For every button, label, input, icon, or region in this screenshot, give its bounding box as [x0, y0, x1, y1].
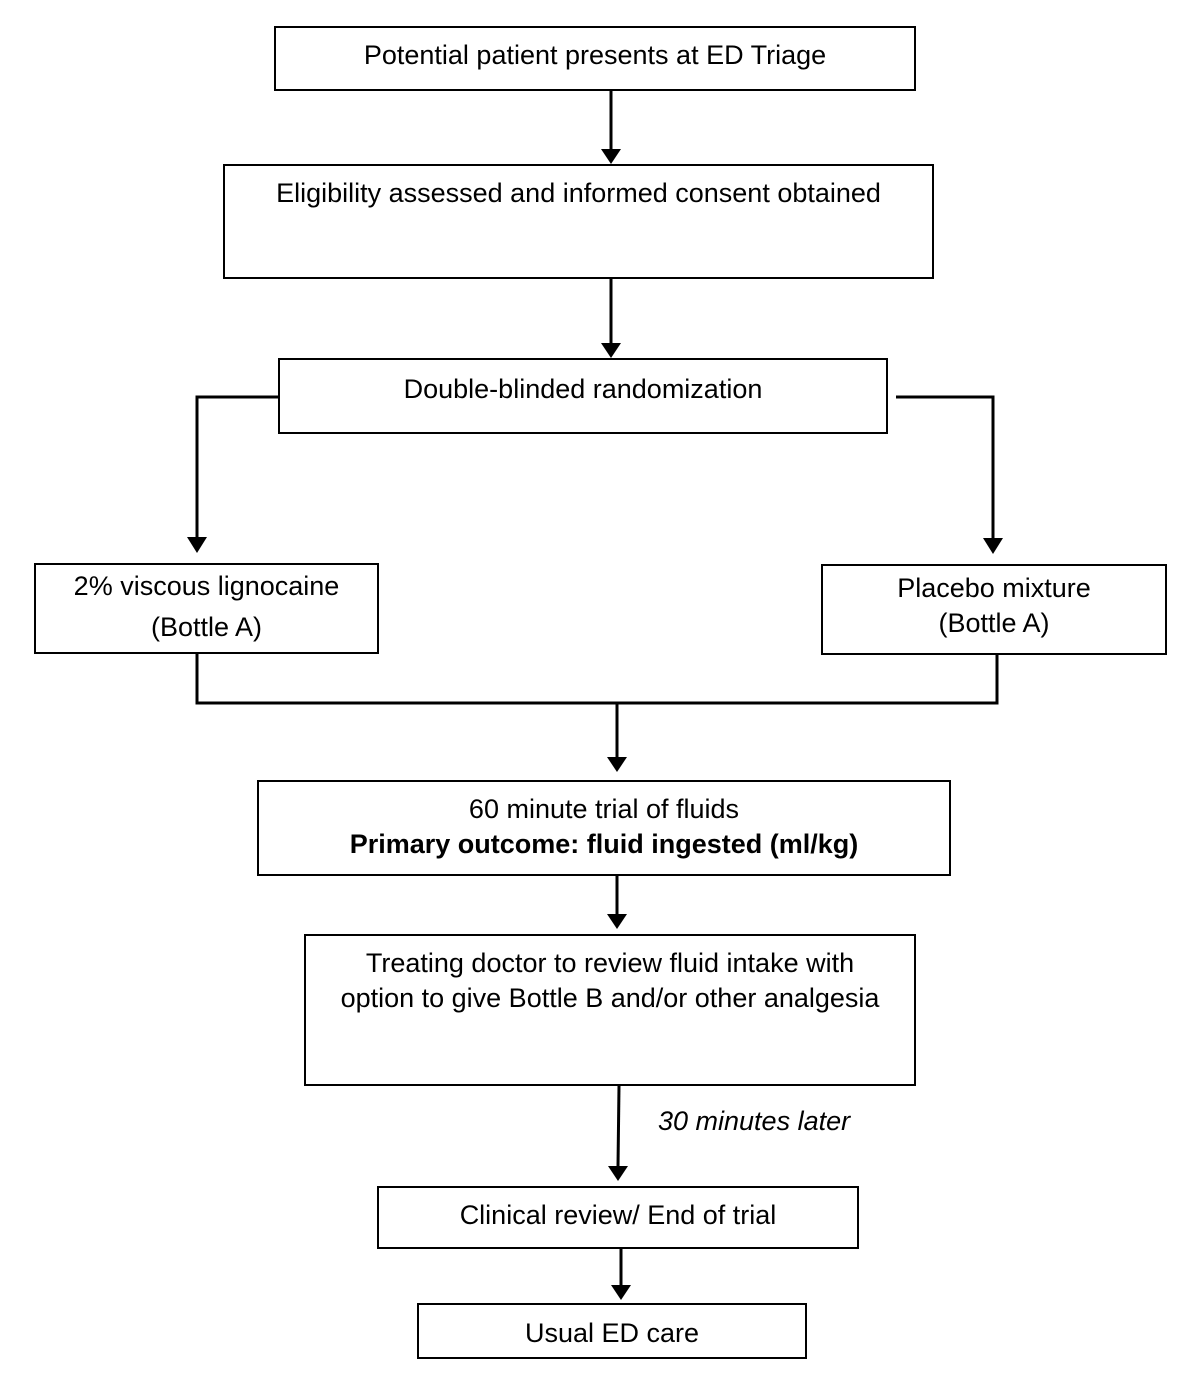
consent-text: Eligibility assessed and informed consen… [276, 178, 881, 208]
clinical-review-box: Clinical review/ End of trial [377, 1186, 859, 1249]
placebo-label: Placebo mixture [897, 573, 1091, 603]
lignocaine-bottle: (Bottle A) [150, 612, 263, 642]
arrowhead-lignocaine [187, 537, 207, 553]
merge-line [195, 652, 999, 705]
randomization-text: Double-blinded randomization [403, 374, 763, 404]
doctor-review-box: Treating doctor to review fluid intake w… [304, 934, 916, 1086]
arrowhead-consent [601, 149, 621, 164]
primary-outcome-text: Primary outcome: fluid ingested (ml/kg) [349, 829, 859, 859]
lignocaine-box: 2% viscous lignocaine (Bottle A) [34, 563, 379, 654]
usual-care-box: Usual ED care [417, 1303, 807, 1359]
fluid-trial-text: 60 minute trial of fluids [468, 794, 740, 824]
arrow-randomization-to-placebo [896, 395, 995, 538]
arrow-randomization-to-lignocaine [195, 395, 278, 537]
interval-note: 30 minutes later [658, 1106, 851, 1136]
usual-care-text: Usual ED care [524, 1318, 700, 1348]
arrow-review-to-clinical [616, 1085, 621, 1167]
doctor-review-text: Treating doctor to review fluid intake w… [340, 948, 880, 1013]
arrowhead-usual [611, 1285, 631, 1300]
triage-text: Potential patient presents at ED Triage [363, 40, 827, 70]
clinical-review-text: Clinical review/ End of trial [459, 1200, 777, 1230]
arrowhead-clinical [608, 1166, 628, 1181]
fluid-trial-box: 60 minute trial of fluids Primary outcom… [257, 780, 951, 876]
placebo-box: Placebo mixture (Bottle A) [821, 564, 1167, 655]
consent-box: Eligibility assessed and informed consen… [223, 164, 934, 279]
arrowhead-review [607, 914, 627, 929]
placebo-bottle: (Bottle A) [938, 608, 1050, 638]
arrowhead-trial [607, 757, 627, 772]
arrowhead-randomization [601, 343, 621, 358]
randomization-box: Double-blinded randomization [278, 358, 888, 434]
lignocaine-label: 2% viscous lignocaine [73, 571, 340, 601]
triage-box: Potential patient presents at ED Triage [274, 26, 916, 91]
arrowhead-placebo [983, 538, 1003, 554]
